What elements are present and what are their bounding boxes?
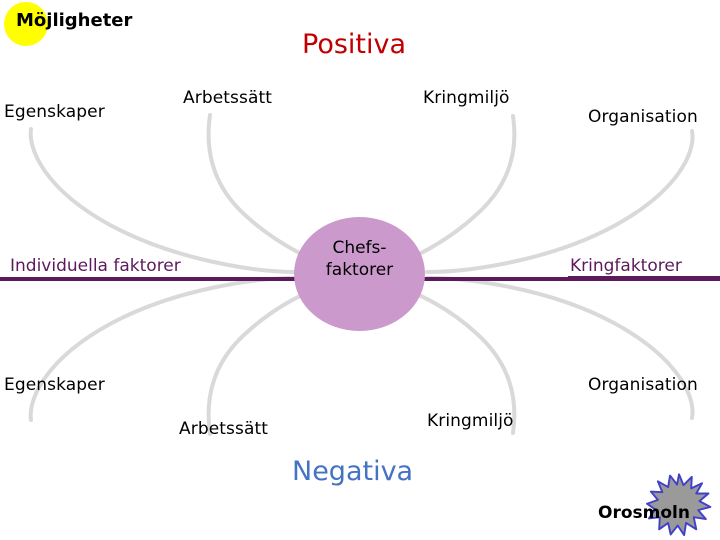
label-bottom-left-inner: Arbetssätt <box>179 419 268 439</box>
yellow-circle-icon <box>4 2 48 46</box>
mojligheter-label: Möjligheter <box>16 10 133 31</box>
starburst-icon <box>646 473 712 537</box>
core-ellipse-line1: Chefs- <box>332 238 387 258</box>
label-bottom-left-outer: Egenskaper <box>4 375 105 395</box>
positiva-title: Positiva <box>302 29 407 60</box>
axis-label-right: Kringfaktorer <box>570 256 682 276</box>
petal-curve-bottom-left-inner <box>206 286 320 436</box>
core-ellipse-line2: faktorer <box>325 259 394 280</box>
orosmoln-label: Orosmoln <box>598 503 690 523</box>
label-top-right-outer: Organisation <box>588 107 698 127</box>
core-ellipse-chefsfaktorer: Chefs- faktorer <box>294 217 425 331</box>
label-top-left-inner: Arbetssätt <box>183 88 272 108</box>
petal-curve-bottom-left-outer <box>28 276 298 422</box>
label-bottom-right-inner: Kringmiljö <box>427 411 514 431</box>
axis-label-left: Individuella faktorer <box>10 256 181 276</box>
petal-curve-top-right-outer <box>425 129 695 274</box>
petal-curve-top-left-outer <box>28 127 298 274</box>
petal-curve-top-right-inner <box>401 114 517 264</box>
petal-curve-bottom-right-outer <box>425 276 695 420</box>
negativa-title: Negativa <box>292 456 414 487</box>
petal-curve-bottom-right-inner <box>401 286 517 435</box>
kringfaktorer-underline <box>568 276 720 281</box>
mojligheter-badge: Möjligheter <box>4 2 160 46</box>
label-top-left-outer: Egenskaper <box>4 102 105 122</box>
core-ellipse-text: Chefs- faktorer <box>294 238 425 282</box>
label-bottom-right-outer: Organisation <box>588 375 698 395</box>
label-top-right-inner: Kringmiljö <box>423 88 510 108</box>
